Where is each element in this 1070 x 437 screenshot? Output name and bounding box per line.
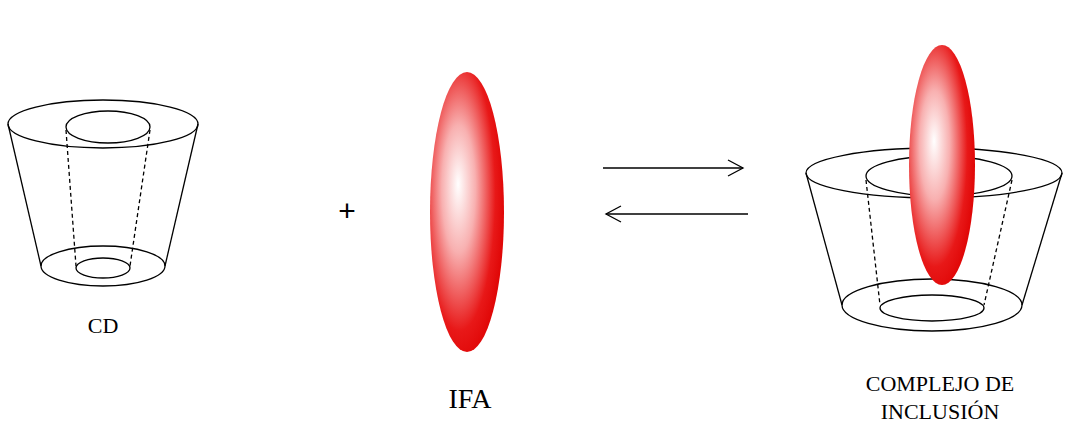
figure-label: CD — [63, 312, 143, 340]
equilibrium-arrows — [603, 160, 748, 222]
cyclodextrin-cone — [8, 100, 198, 286]
figure-label: IFA — [425, 381, 515, 416]
guest-molecule — [430, 72, 504, 352]
figure-label: COMPLEJO DE INCLUSIÓN — [845, 370, 1035, 425]
included-guest — [909, 45, 975, 285]
plus-sign: + — [327, 192, 367, 230]
